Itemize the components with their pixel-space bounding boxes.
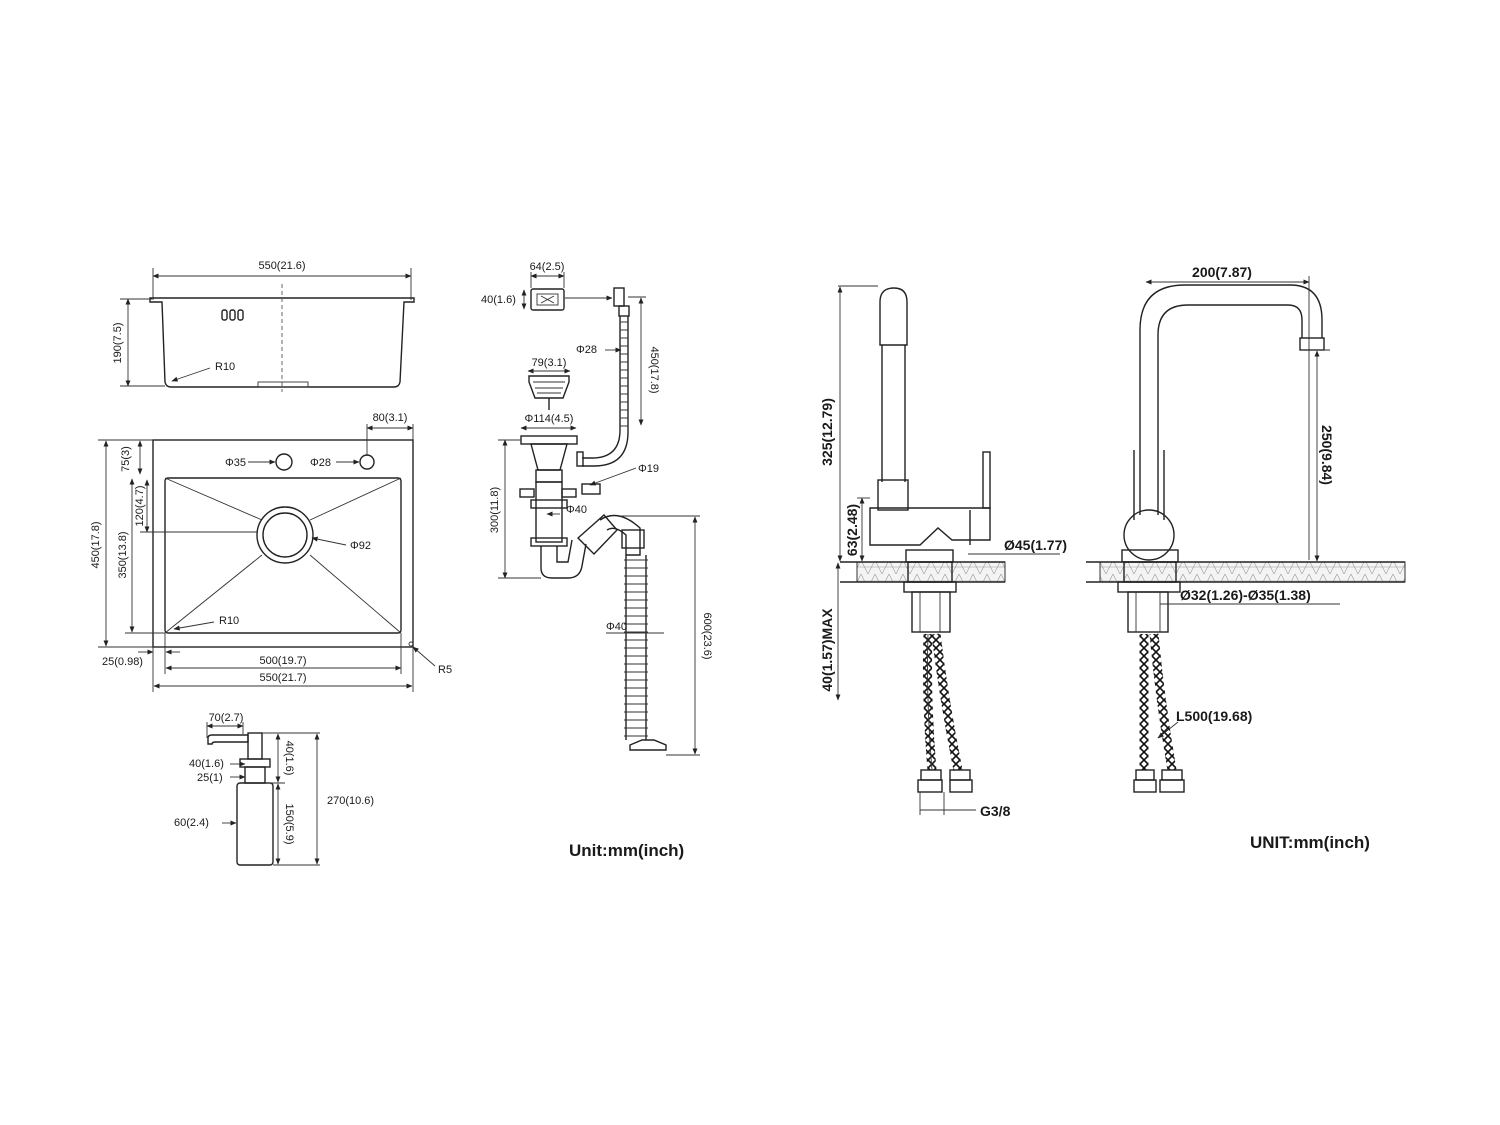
pipe-dia-label: Φ40 xyxy=(566,504,587,516)
overflow-width-label: 64(2.5) xyxy=(530,261,565,273)
tap-hole-offset-label: 80(3.1) xyxy=(373,412,408,424)
hole-28-label: Φ28 xyxy=(310,457,331,469)
outlet-dia-label: Φ40 xyxy=(606,621,627,633)
hose-dia-label: Φ28 xyxy=(576,344,597,356)
strainer-width-label: 79(3.1) xyxy=(532,357,567,369)
spout-height-label: 250(9.84) xyxy=(1319,425,1335,485)
sink-inner-width-label: 500(19.7) xyxy=(259,655,306,667)
faucet-side-view: 325(12.79) 63(2.48) Ø45(1.77) 40(1.57)MA… xyxy=(819,285,1067,819)
faucet-base-dia-label: Ø45(1.77) xyxy=(1004,537,1067,553)
trap-height-label: 300(11.8) xyxy=(489,487,501,533)
drain-dia-label: Φ92 xyxy=(350,540,371,552)
overflow-height-label: 40(1.6) xyxy=(481,294,516,306)
sink-outer-width-label: 550(21.7) xyxy=(259,672,306,684)
dispenser-neck-label: 40(1.6) xyxy=(189,758,224,770)
faucet-base-height-label: 63(2.48) xyxy=(844,504,860,556)
sink-top-view: 80(3.1) 75(3) Φ35 Φ28 120(4.7) Φ92 450(1… xyxy=(90,412,452,692)
drain-unit-label: Unit:mm(inch) xyxy=(569,841,684,860)
sink-depth-label: 190(7.5) xyxy=(112,323,124,364)
faucet-height-label: 325(12.79) xyxy=(819,398,835,466)
thread-size-label: G3/8 xyxy=(980,803,1011,819)
drain-assembly-view: 64(2.5) 40(1.6) Φ28 450(17.8) 79(3.1) Φ1… xyxy=(481,261,713,860)
sink-side-view: 550(21.6) 190(7.5) R10 xyxy=(112,260,415,392)
max-counter-thickness-label: 40(1.57)MAX xyxy=(819,608,835,692)
faucet-front-view: 200(7.87) 250(9.84) Ø32(1.26)-Ø35(1.38) … xyxy=(1086,264,1406,852)
dispenser-collar-label: 25(1) xyxy=(197,772,223,784)
spout-reach-label: 200(7.87) xyxy=(1192,264,1252,280)
dispenser-total-height-label: 270(10.6) xyxy=(327,795,374,807)
sink-top-radius-label: R10 xyxy=(219,615,239,627)
outlet-length-label: 600(23.6) xyxy=(701,612,713,659)
sink-corner-radius-label: R5 xyxy=(438,664,452,676)
soap-dispenser-view: 70(2.7) 40(1.6) 25(1) 40(1.6) 150(5.9) 2… xyxy=(174,712,374,866)
sink-margin-label: 25(0.98) xyxy=(102,656,143,668)
drain-offset-label: 120(4.7) xyxy=(134,486,146,527)
sink-inner-depth-label: 350(13.8) xyxy=(117,531,129,578)
hose-length-label: L500(19.68) xyxy=(1176,708,1252,724)
flange-dia-label: Φ114(4.5) xyxy=(525,413,574,425)
dispenser-bottle-height-label: 150(5.9) xyxy=(283,804,295,845)
dispenser-spout-label: 70(2.7) xyxy=(209,712,244,724)
faucet-unit-label: UNIT:mm(inch) xyxy=(1250,833,1370,852)
dispenser-cap-height-label: 40(1.6) xyxy=(283,741,295,776)
dispenser-bottle-dia-label: 60(2.4) xyxy=(174,817,209,829)
sink-width-label: 550(21.6) xyxy=(258,260,305,272)
mounting-hole-dia-label: Ø32(1.26)-Ø35(1.38) xyxy=(1180,587,1311,603)
hole-35-label: Φ35 xyxy=(225,457,246,469)
inlet-dia-label: Φ19 xyxy=(638,463,659,475)
tap-hole-top-offset-label: 75(3) xyxy=(120,446,132,472)
sink-side-radius-label: R10 xyxy=(215,361,235,373)
sink-outer-depth-label: 450(17.8) xyxy=(90,521,102,568)
hose-length-label: 450(17.8) xyxy=(648,346,660,393)
